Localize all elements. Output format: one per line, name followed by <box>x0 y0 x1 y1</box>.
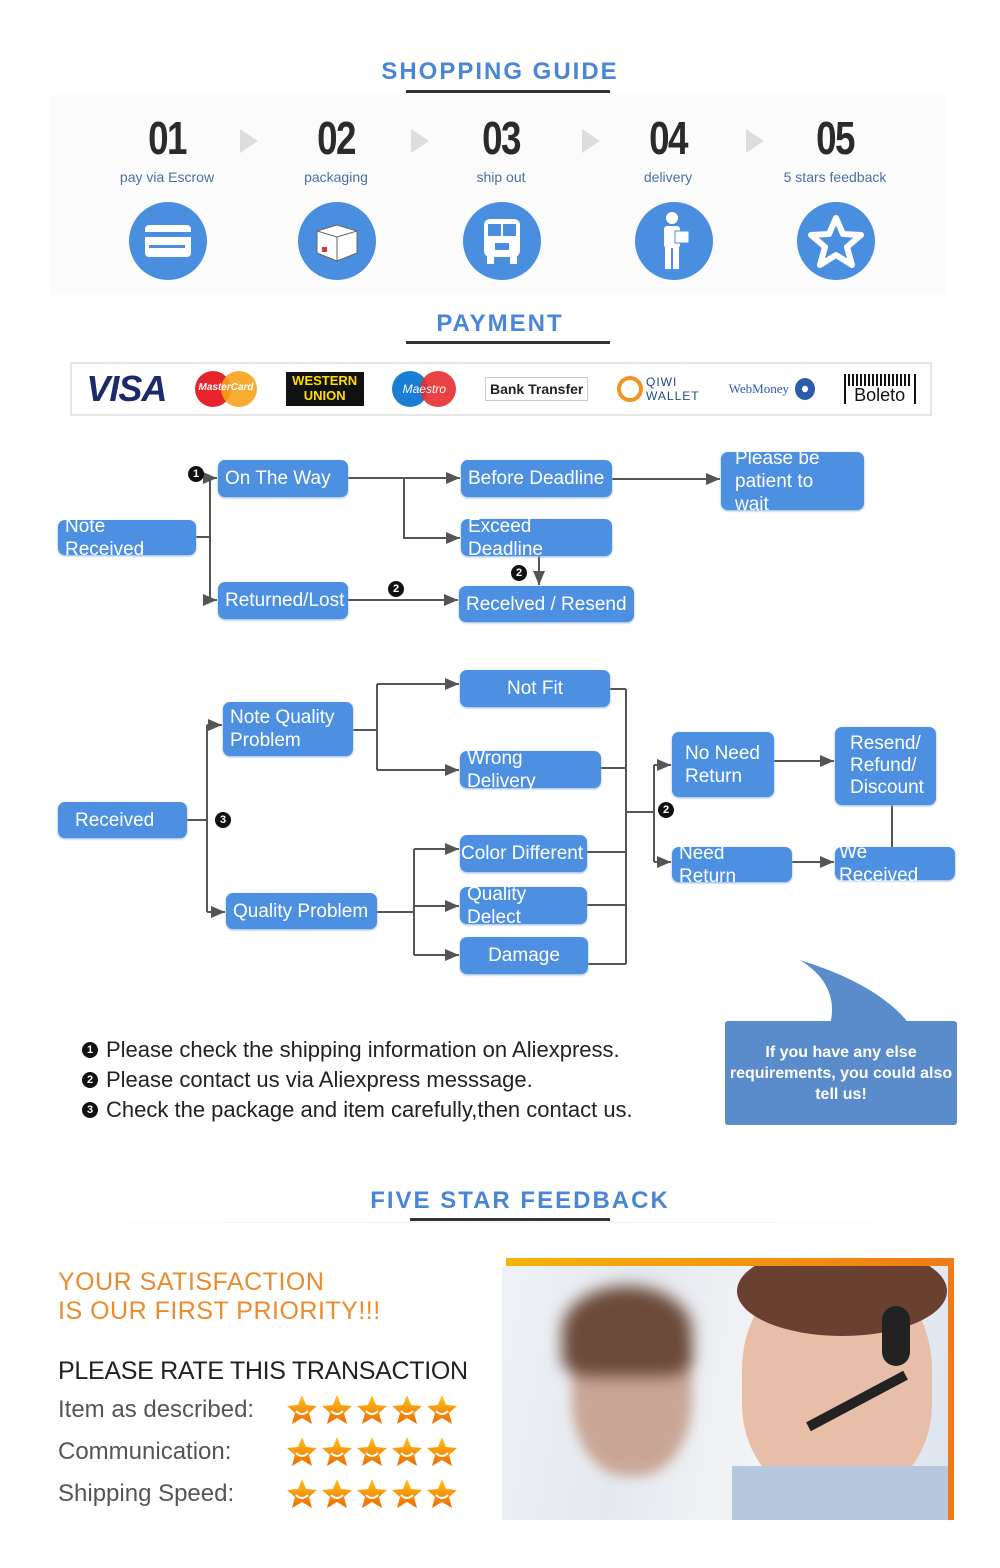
bank-transfer-logo: Bank Transfer <box>484 377 589 401</box>
contact-bubble: If you have any else requirements, you c… <box>725 1021 957 1125</box>
resend-refund-discount-node: Resend/ Refund/ Discount <box>835 727 936 805</box>
star-icon <box>357 1395 387 1424</box>
divider <box>406 90 610 93</box>
mastercard-logo: MasterCard <box>195 371 258 407</box>
quality-problem-node: Quality Problem <box>226 893 377 929</box>
boleto-logo: Boleto <box>843 374 916 404</box>
note-quality-problem-node: Note Quality Problem <box>223 702 353 756</box>
received-resend-node: Recelved / Resend <box>459 586 634 622</box>
truck-icon <box>463 202 541 280</box>
star-icon <box>357 1437 387 1466</box>
star-icon <box>287 1395 317 1424</box>
wrong-delivery-node: Wrong Delivery <box>460 748 601 792</box>
returned-lost-node: Returned/Lost <box>218 582 348 619</box>
star-icon <box>392 1395 422 1424</box>
star-icon <box>427 1395 457 1424</box>
star-icon <box>287 1479 317 1508</box>
star-icon <box>427 1437 457 1466</box>
badge-3: 3 <box>215 812 231 828</box>
not-fit-node: Not Fit <box>460 670 610 707</box>
badge-1: 1 <box>188 466 204 482</box>
qiwi-wallet-logo: QIWI WALLET <box>617 375 700 403</box>
payment-title: PAYMENT <box>436 310 564 337</box>
speech-bubble-tail <box>800 960 910 1025</box>
exceed-deadline-node: Exceed Deadline <box>461 516 612 560</box>
feedback-title: FIVE STAR FEEDBACK <box>370 1187 670 1214</box>
divider <box>0 1222 1000 1223</box>
star-icon <box>287 1437 317 1466</box>
no-need-return-node: No Need Return <box>672 732 774 797</box>
star-icon <box>322 1395 352 1424</box>
divider <box>410 1218 610 1221</box>
rating-row: Item as described: <box>58 1394 461 1426</box>
damage-node: Damage <box>460 937 588 974</box>
visa-logo: VISA <box>86 368 167 409</box>
step-arrow-icon <box>240 129 258 153</box>
payment-methods-bar: VISA MasterCard WESTERN UNION Maestro Ba… <box>70 362 932 416</box>
divider <box>406 341 610 344</box>
box-icon <box>298 202 376 280</box>
star-icon <box>392 1479 422 1508</box>
quality-defect-node: Quality Delect <box>460 884 587 928</box>
star-icon <box>357 1479 387 1508</box>
note-received-node: Note Received <box>58 516 196 560</box>
before-deadline-node: Before Deadline <box>461 460 612 497</box>
credit-card-icon <box>129 202 207 280</box>
color-different-node: Color Different <box>460 835 587 872</box>
badge-2: 2 <box>658 802 674 818</box>
rating-row: Shipping Speed: <box>58 1478 461 1510</box>
received-node: Received <box>58 802 187 838</box>
rate-title: PLEASE RATE THIS TRANSACTION <box>58 1357 468 1385</box>
maestro-logo: Maestro <box>392 371 457 407</box>
on-the-way-node: On The Way <box>218 460 348 497</box>
step-arrow-icon <box>746 129 764 153</box>
please-wait-node: Please be patient to wait <box>721 448 864 515</box>
need-return-node: Need Return <box>672 843 792 887</box>
star-icon <box>427 1479 457 1508</box>
star-icon <box>322 1437 352 1466</box>
webmoney-logo: WebMoney <box>729 378 815 400</box>
step-arrow-icon <box>582 129 600 153</box>
western-union-logo: WESTERN UNION <box>285 372 364 406</box>
badge-2: 2 <box>511 565 527 581</box>
support-photo <box>502 1258 954 1520</box>
star-icon <box>392 1437 422 1466</box>
delivery-man-icon <box>635 202 713 280</box>
shopping-guide-title: SHOPPING GUIDE <box>381 58 619 85</box>
flowchart-connectors <box>187 472 893 965</box>
rating-row: Communication: <box>58 1436 461 1468</box>
step-arrow-icon <box>411 129 429 153</box>
badge-2: 2 <box>388 581 404 597</box>
star-icon <box>322 1479 352 1508</box>
we-received-node: We Received <box>835 842 955 886</box>
star-icon <box>797 202 875 280</box>
